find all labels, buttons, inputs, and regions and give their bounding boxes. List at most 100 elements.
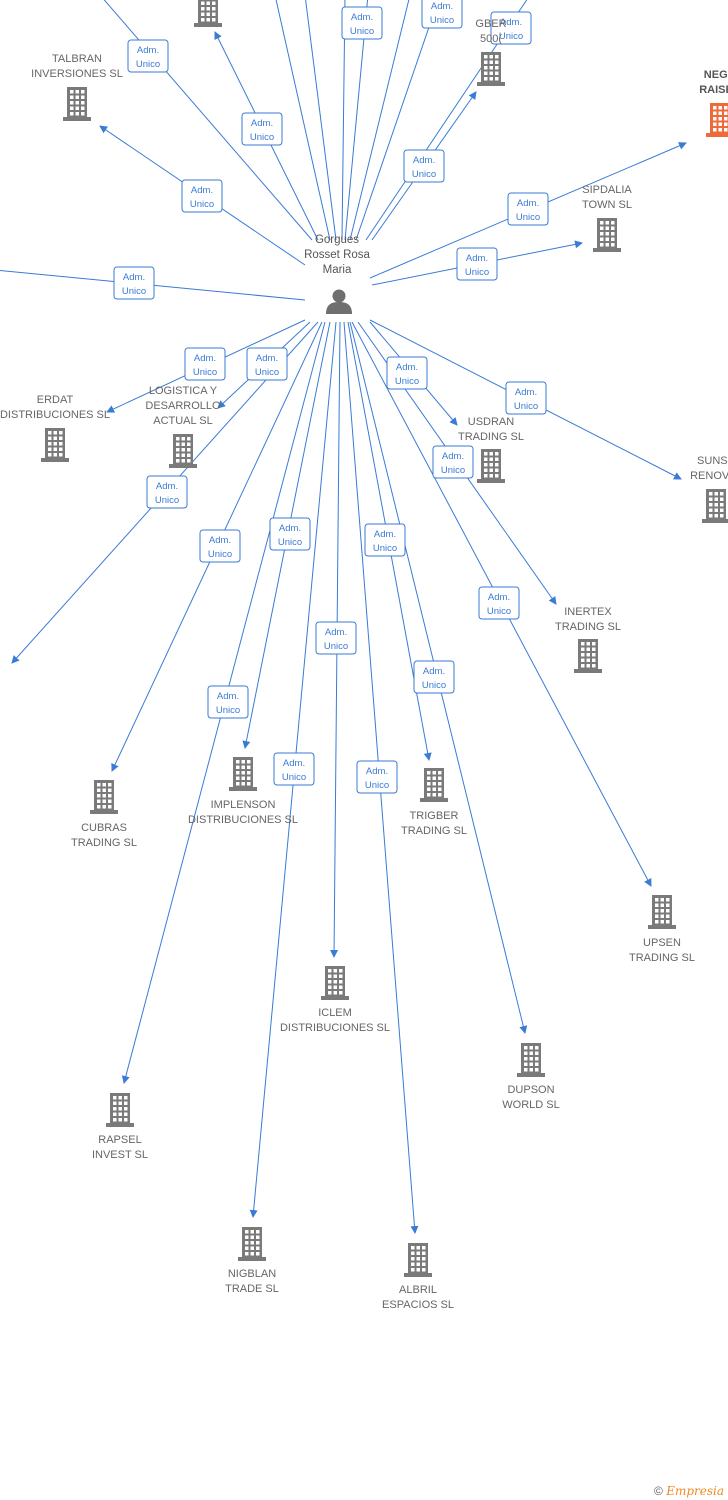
relation-badge-rapsel-line-1: Adm.: [217, 691, 239, 702]
relation-badge-topnode[interactable]: Adm. Unico: [241, 112, 283, 146]
relation-badge-albril-line-1: Adm.: [366, 766, 388, 777]
company-label-implenson-line-1: IMPLENSON: [211, 799, 276, 811]
footer-brand: © Empresia: [654, 1484, 724, 1498]
building-icon: [238, 1227, 266, 1261]
building-icon: [517, 1043, 545, 1077]
edge-top-e: [275, 0, 331, 241]
building-icon: [574, 639, 602, 673]
relation-badge-upsen-line-2: Unico: [487, 606, 511, 617]
relation-badge-cubras-line-2: Unico: [208, 549, 232, 560]
relation-badge-edge-top-c-line-2: Unico: [430, 15, 454, 26]
relation-badge-iclem-line-2: Unico: [324, 641, 348, 652]
relation-badge-talbran[interactable]: Adm.Unico: [181, 179, 223, 213]
relation-badge-erdat[interactable]: Adm.Unico: [184, 347, 226, 381]
company-label-cubras-line-1: CUBRAS: [81, 822, 127, 834]
building-icon: [420, 768, 448, 802]
relation-badge-edge-top-a-line-2: Unico: [136, 59, 160, 70]
relation-badge-trigber-line-1: Adm.: [374, 529, 396, 540]
edge-top-h: [349, 0, 410, 241]
building-icon: [229, 757, 257, 791]
building-icon: [702, 489, 728, 523]
relation-badge-implenson[interactable]: Adm. Unico: [269, 517, 311, 551]
relation-badge-albril[interactable]: Adm.Unico: [356, 760, 398, 794]
relation-badge-inertex-line-2: Unico: [441, 465, 465, 476]
building-icon: [477, 449, 505, 483]
relation-badge-sipdalia[interactable]: Adm.Unico: [456, 247, 498, 281]
building-icon: [169, 434, 197, 468]
relation-badge-usdran-line-1: Adm.: [396, 362, 418, 373]
relation-badge-implenson-line-2: Unico: [278, 537, 302, 548]
building-icon: [194, 0, 222, 27]
company-label-talbran-line-2: INVERSIONES SL: [31, 68, 123, 80]
relation-badge-upsen[interactable]: Adm. Unico: [478, 586, 520, 620]
company-label-trigber-line-2: TRADING SL: [401, 825, 467, 837]
relation-badge-sunset-line-1: Adm.: [515, 387, 537, 398]
relation-badge-trigber[interactable]: Adm. Unico: [364, 523, 406, 557]
company-label-albril-line-2: ESPACIOS SL: [382, 1299, 454, 1311]
relation-badge-topnode-line-1: Adm.: [251, 118, 273, 129]
company-label-usdran-line-2: TRADING SL: [458, 431, 524, 443]
copyright-symbol: ©: [654, 1484, 663, 1498]
relation-badge-leftsl[interactable]: Adm. Unico: [146, 475, 188, 509]
company-label-gbertop-line-2: 500(: [480, 33, 502, 45]
relation-badge-edge-top-a[interactable]: Adm.Unico: [127, 39, 169, 73]
relation-badge-edge-top-d[interactable]: Adm.Unico: [490, 11, 532, 45]
relation-badge-leftsl-line-2: Unico: [155, 495, 179, 506]
relation-badge-rapsel[interactable]: Adm.Unico: [207, 685, 249, 719]
relation-badge-implenson-line-1: Adm.: [279, 523, 301, 534]
relation-badge-sipdalia-line-2: Unico: [465, 267, 489, 278]
relation-badge-leftsl-line-1: Adm.: [156, 481, 178, 492]
relation-badge-negoraiseb-line-1: Adm.: [517, 198, 539, 209]
relation-badge-inertex[interactable]: Adm.Unico: [432, 445, 474, 479]
relation-badge-upsen-line-1: Adm.: [488, 592, 510, 603]
building-icon: [706, 103, 728, 137]
relation-badge-usdran[interactable]: Adm.Unico: [386, 356, 428, 390]
relation-badge-edge-left[interactable]: Adm. Unico: [113, 266, 155, 300]
building-icon: [477, 52, 505, 86]
company-label-erdat-line-2: DISTRIBUCIONES SL: [0, 409, 110, 421]
company-label-iclem-line-2: DISTRIBUCIONES SL: [280, 1022, 390, 1034]
company-label-talbran-line-1: TALBRAN: [52, 53, 102, 65]
relation-badge-iclem[interactable]: Adm.Unico: [315, 621, 357, 655]
relation-badge-edge-left-line-1: Adm.: [123, 272, 145, 283]
relation-badge-edge-top-b[interactable]: Adm.Unico: [341, 6, 383, 40]
relation-badge-edge-top-b-line-2: Unico: [350, 26, 374, 37]
company-label-albril-line-1: ALBRIL: [399, 1284, 437, 1296]
relation-badge-nigblan-line-1: Adm.: [283, 758, 305, 769]
relation-badge-dupson-line-1: Adm.: [423, 666, 445, 677]
person-name-line-3: Maria: [323, 264, 352, 276]
company-label-logistica-line-3: ACTUAL SL: [153, 415, 213, 427]
company-label-dupson-line-2: WORLD SL: [502, 1099, 559, 1111]
company-label-usdran-line-1: USDRAN: [468, 416, 515, 428]
company-label-logistica-line-2: DESARROLLO: [145, 400, 221, 412]
relation-badge-edge-left-line-2: Unico: [122, 286, 146, 297]
company-label-implenson-line-2: DISTRIBUCIONES SL: [188, 814, 298, 826]
building-icon: [593, 218, 621, 252]
relation-badge-talbran-line-1: Adm.: [191, 185, 213, 196]
relation-badge-cubras[interactable]: Adm.Unico: [199, 529, 241, 563]
relation-badge-logistica[interactable]: Adm.Unico: [246, 347, 288, 381]
relation-badge-gbertop[interactable]: Adm.Unico: [403, 149, 445, 183]
company-label-upsen-line-1: UPSEN: [643, 937, 681, 949]
relation-badge-edge-top-c[interactable]: Adm.Unico: [421, 0, 463, 29]
company-label-logistica-line-1: LOGISTICA Y: [149, 385, 218, 397]
company-label-negoraiseb-line-1: NEGO: [704, 69, 728, 81]
center-person[interactable]: Gorgues Rosset Rosa Maria: [304, 234, 371, 314]
building-icon: [63, 87, 91, 121]
empresia-logo-text: Empresia: [666, 1484, 724, 1498]
relation-badge-dupson-line-2: Unico: [422, 680, 446, 691]
relation-badge-negoraiseb[interactable]: Adm.Unico: [507, 192, 549, 226]
relation-badge-topnode-line-2: Unico: [250, 132, 274, 143]
edge-top-a: [103, 0, 313, 241]
building-icon: [321, 966, 349, 1000]
relation-badge-sunset[interactable]: Adm.Unico: [505, 381, 547, 415]
relation-badge-nigblan[interactable]: Adm.Unico: [273, 752, 315, 786]
company-label-sipdalia-line-1: SIPDALIA: [582, 184, 632, 196]
company-label-dupson-line-1: DUPSON: [507, 1084, 554, 1096]
relation-badge-trigber-line-2: Unico: [373, 543, 397, 554]
relation-badge-dupson[interactable]: Adm. Unico: [413, 660, 455, 694]
edge-top-c: [355, 0, 439, 241]
company-label-rapsel-line-1: RAPSEL: [98, 1134, 141, 1146]
company-label-nigblan-line-1: NIGBLAN: [228, 1268, 276, 1280]
